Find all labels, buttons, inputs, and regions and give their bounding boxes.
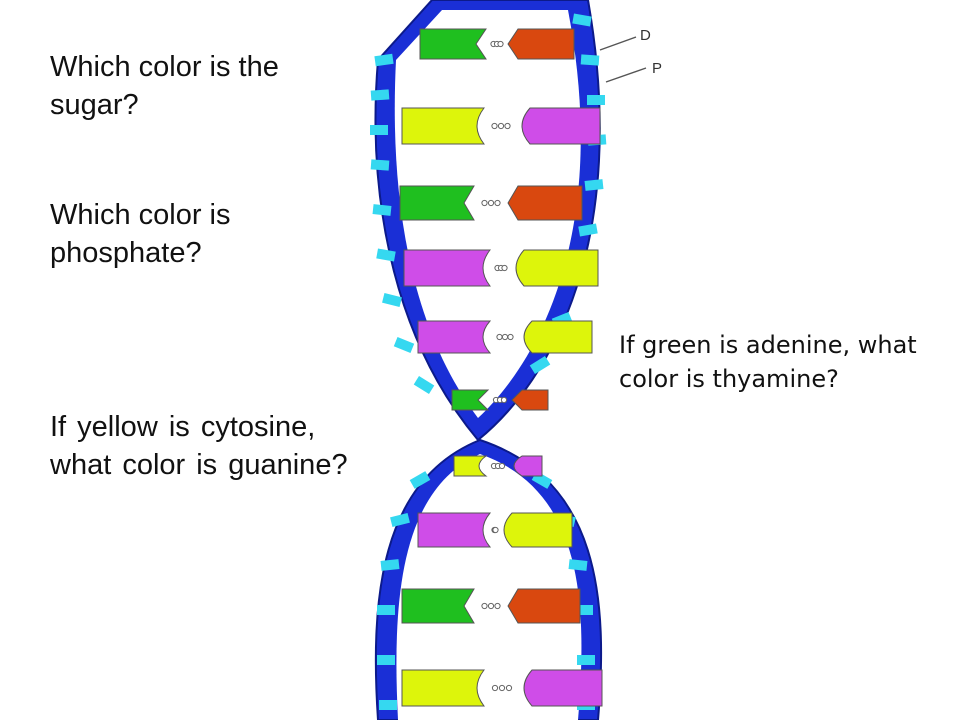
phosphate-band <box>374 53 394 67</box>
hydrogen-bond-dot <box>494 602 501 610</box>
phosphate-band <box>568 559 588 571</box>
base-yellow <box>523 320 593 354</box>
hydrogen-bond-dot <box>507 333 514 341</box>
hydrogen-bond-dot <box>504 122 511 130</box>
base-yellow <box>503 512 573 548</box>
base-green <box>399 185 475 221</box>
hydrogen-bond-dot <box>500 396 508 404</box>
phosphate-band <box>376 248 396 262</box>
phosphate-band <box>578 223 598 237</box>
hydrogen-bond-dot <box>498 462 506 470</box>
hydrogen-bond-dot <box>487 602 495 610</box>
base-magenta <box>417 320 492 354</box>
hydrogen-bond-dot <box>498 684 506 692</box>
base-magenta <box>403 249 492 287</box>
phosphate-band <box>382 292 402 308</box>
hydrogen-bond-dot <box>497 40 504 48</box>
base-pairs <box>399 28 603 707</box>
hydrogen-bond-dot <box>492 526 499 534</box>
hydrogen-bond-dot <box>491 122 498 130</box>
hydrogen-bond-dot <box>487 199 495 207</box>
base-yellow <box>453 455 488 477</box>
base-green <box>419 28 487 60</box>
phosphate-band <box>393 336 415 354</box>
base-magenta <box>523 669 603 707</box>
phosphate-bands <box>370 13 607 710</box>
question-thymine: If green is adenine, what color is thyam… <box>619 331 917 393</box>
hydrogen-bond-dot <box>501 333 509 341</box>
question-phosphate: Which color is phosphate? <box>50 199 231 269</box>
phosphate-band <box>413 375 435 395</box>
pointer-line-p <box>605 67 647 83</box>
phosphate-band <box>580 54 600 66</box>
hydrogen-bond-dot <box>481 602 488 610</box>
hydrogen-bond-dot <box>501 264 508 272</box>
phosphate-band <box>370 125 388 135</box>
base-magenta <box>417 512 492 548</box>
base-orange <box>507 588 581 624</box>
base-orange <box>511 389 549 411</box>
question-sugar: Which color is the sugar? <box>50 51 279 121</box>
base-orange <box>507 185 583 221</box>
hydrogen-bonds <box>481 40 514 692</box>
phosphate-band <box>575 605 593 615</box>
label-p: P <box>652 60 662 77</box>
hydrogen-bond-dot <box>505 684 513 692</box>
base-magenta <box>521 107 601 145</box>
phosphate-band <box>370 89 390 101</box>
phosphate-band <box>572 13 592 27</box>
phosphate-band <box>390 512 410 528</box>
hydrogen-bond-dot <box>496 333 503 341</box>
question-guanine: If yellow is cytosine, what color is gua… <box>50 411 348 481</box>
label-d: D <box>640 27 651 44</box>
base-orange <box>507 28 575 60</box>
base-yellow <box>515 249 599 287</box>
phosphate-band <box>577 655 595 665</box>
base-magenta <box>513 455 543 477</box>
phosphate-band <box>370 159 390 171</box>
base-yellow <box>401 669 486 707</box>
phosphate-band <box>372 204 392 216</box>
hydrogen-bond-dot <box>481 199 488 207</box>
phosphate-band <box>587 95 605 105</box>
phosphate-band <box>380 559 400 571</box>
phosphate-band <box>379 700 397 710</box>
phosphate-band <box>529 355 551 375</box>
phosphate-band <box>377 655 395 665</box>
base-green <box>401 588 475 624</box>
base-green <box>451 389 490 411</box>
hydrogen-bond-dot <box>494 199 501 207</box>
hydrogen-bond-dot <box>497 122 505 130</box>
pointer-line-d <box>599 36 637 51</box>
phosphate-band <box>409 471 431 489</box>
phosphate-band <box>377 605 395 615</box>
base-yellow <box>401 107 486 145</box>
phosphate-band <box>584 179 604 191</box>
hydrogen-bond-dot <box>491 684 499 692</box>
